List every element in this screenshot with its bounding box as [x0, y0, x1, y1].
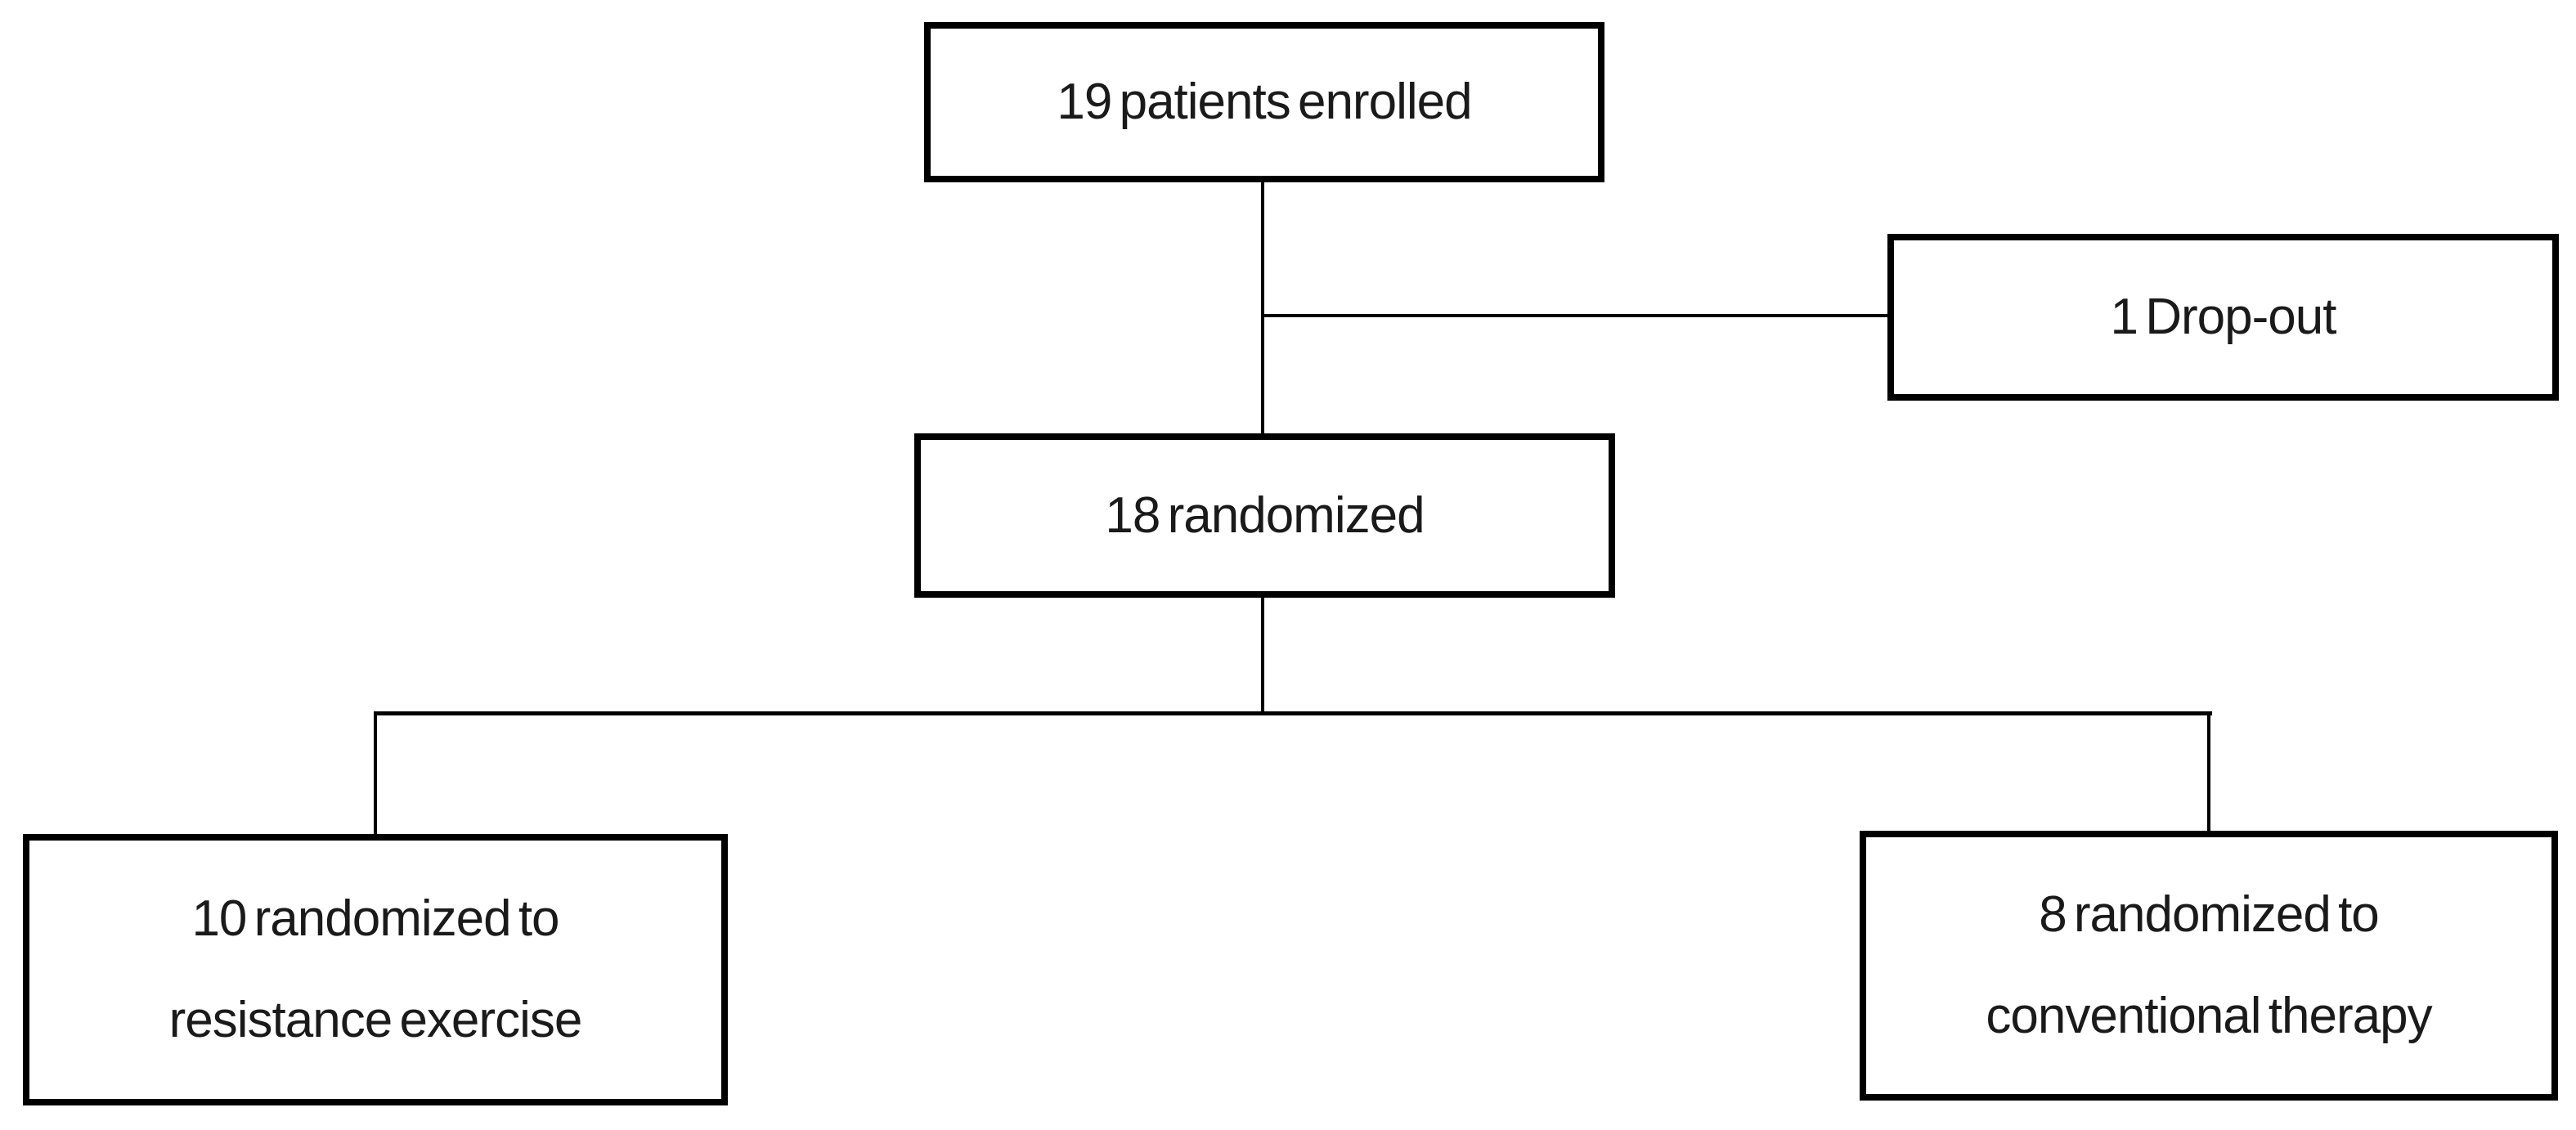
node-conventional-therapy-label-line2: conventional therapy — [1986, 988, 2432, 1044]
node-resistance-exercise: 10 randomized to resistance exercise — [23, 834, 728, 1105]
node-randomized: 18 randomized — [914, 433, 1615, 598]
node-resistance-exercise-label-line1: 10 randomized to — [191, 890, 559, 947]
node-patients-enrolled-label: 19 patients enrolled — [1057, 74, 1472, 130]
connector-branch-to-dropout — [1261, 314, 1887, 317]
connector-to-resistance-box — [374, 711, 377, 836]
node-patients-enrolled: 19 patients enrolled — [924, 22, 1604, 182]
node-conventional-therapy: 8 randomized to conventional therapy — [1860, 831, 2558, 1101]
node-dropout-label: 1 Drop-out — [2110, 289, 2337, 345]
connector-split-horizontal — [374, 711, 2212, 715]
node-randomized-label: 18 randomized — [1105, 487, 1425, 544]
connector-randomized-stem — [1261, 598, 1264, 715]
node-conventional-therapy-label-line1: 8 randomized to — [2039, 886, 2380, 943]
connector-to-conventional-box — [2207, 711, 2210, 832]
node-resistance-exercise-label-line2: resistance exercise — [168, 992, 583, 1048]
node-dropout: 1 Drop-out — [1887, 234, 2559, 401]
connector-enrolled-to-randomized — [1261, 182, 1264, 435]
